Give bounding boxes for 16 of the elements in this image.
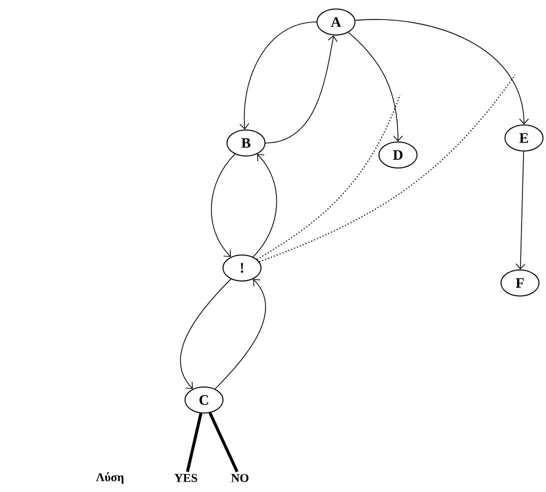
outcome-label: NO	[231, 474, 248, 482]
arrow	[211, 154, 236, 257]
branch-line	[208, 412, 238, 472]
branch-line	[186, 412, 202, 472]
arrow	[265, 35, 338, 144]
outcome-label: YES	[174, 474, 198, 482]
arrow	[252, 154, 277, 258]
solution-label: Λύση	[96, 472, 124, 484]
arrow	[239, 22, 317, 130]
arrow	[214, 279, 266, 390]
arrow	[354, 19, 529, 124]
arrow	[516, 151, 526, 270]
arrow	[180, 278, 232, 389]
dotted-line	[259, 74, 516, 262]
dotted-line	[256, 94, 401, 260]
arrow	[348, 32, 403, 142]
